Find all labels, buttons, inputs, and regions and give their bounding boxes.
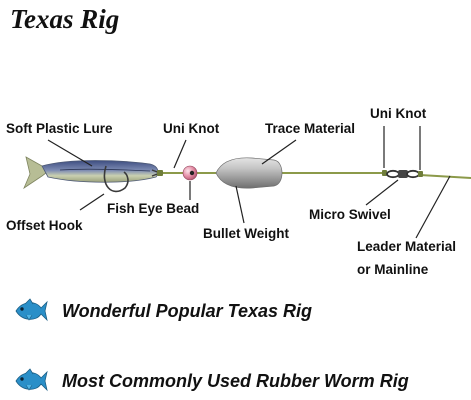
fish-icon	[15, 368, 48, 392]
feature-item: Most Commonly Used Rubber Worm Rig	[14, 368, 409, 394]
uni-knot-2-shape	[382, 170, 387, 176]
feature-text: Most Commonly Used Rubber Worm Rig	[62, 370, 409, 391]
label-uni-knot: Uni Knot	[163, 121, 220, 136]
label-uni-knot-2: Uni Knot	[370, 106, 427, 121]
label-fish-eye-bead: Fish Eye Bead	[107, 201, 200, 216]
label-micro-swivel: Micro Swivel	[309, 207, 391, 222]
feature-item: Wonderful Popular Texas Rig	[14, 298, 312, 324]
fish-icon	[15, 298, 48, 322]
offset-hook-shape	[103, 165, 129, 193]
label-bullet-weight: Bullet Weight	[203, 226, 289, 241]
label-trace-material: Trace Material	[265, 121, 356, 136]
texas-rig-diagram	[23, 126, 471, 239]
uni-knot-1-shape	[157, 170, 163, 176]
feature-text: Wonderful Popular Texas Rig	[62, 300, 313, 321]
leader-line	[419, 174, 471, 179]
label-or-mainline: or Mainline	[357, 262, 429, 277]
page-title: Texas Rig	[10, 4, 120, 34]
label-soft-plastic-lure: Soft Plastic Lure	[6, 121, 113, 136]
label-offset-hook: Offset Hook	[6, 218, 83, 233]
bullet-weight-shape	[215, 157, 283, 189]
label-leader-material: Leader Material	[357, 239, 457, 254]
leader-lines	[47, 126, 451, 239]
soft-plastic-lure-shape	[23, 156, 159, 190]
micro-swivel-shape	[386, 169, 420, 179]
